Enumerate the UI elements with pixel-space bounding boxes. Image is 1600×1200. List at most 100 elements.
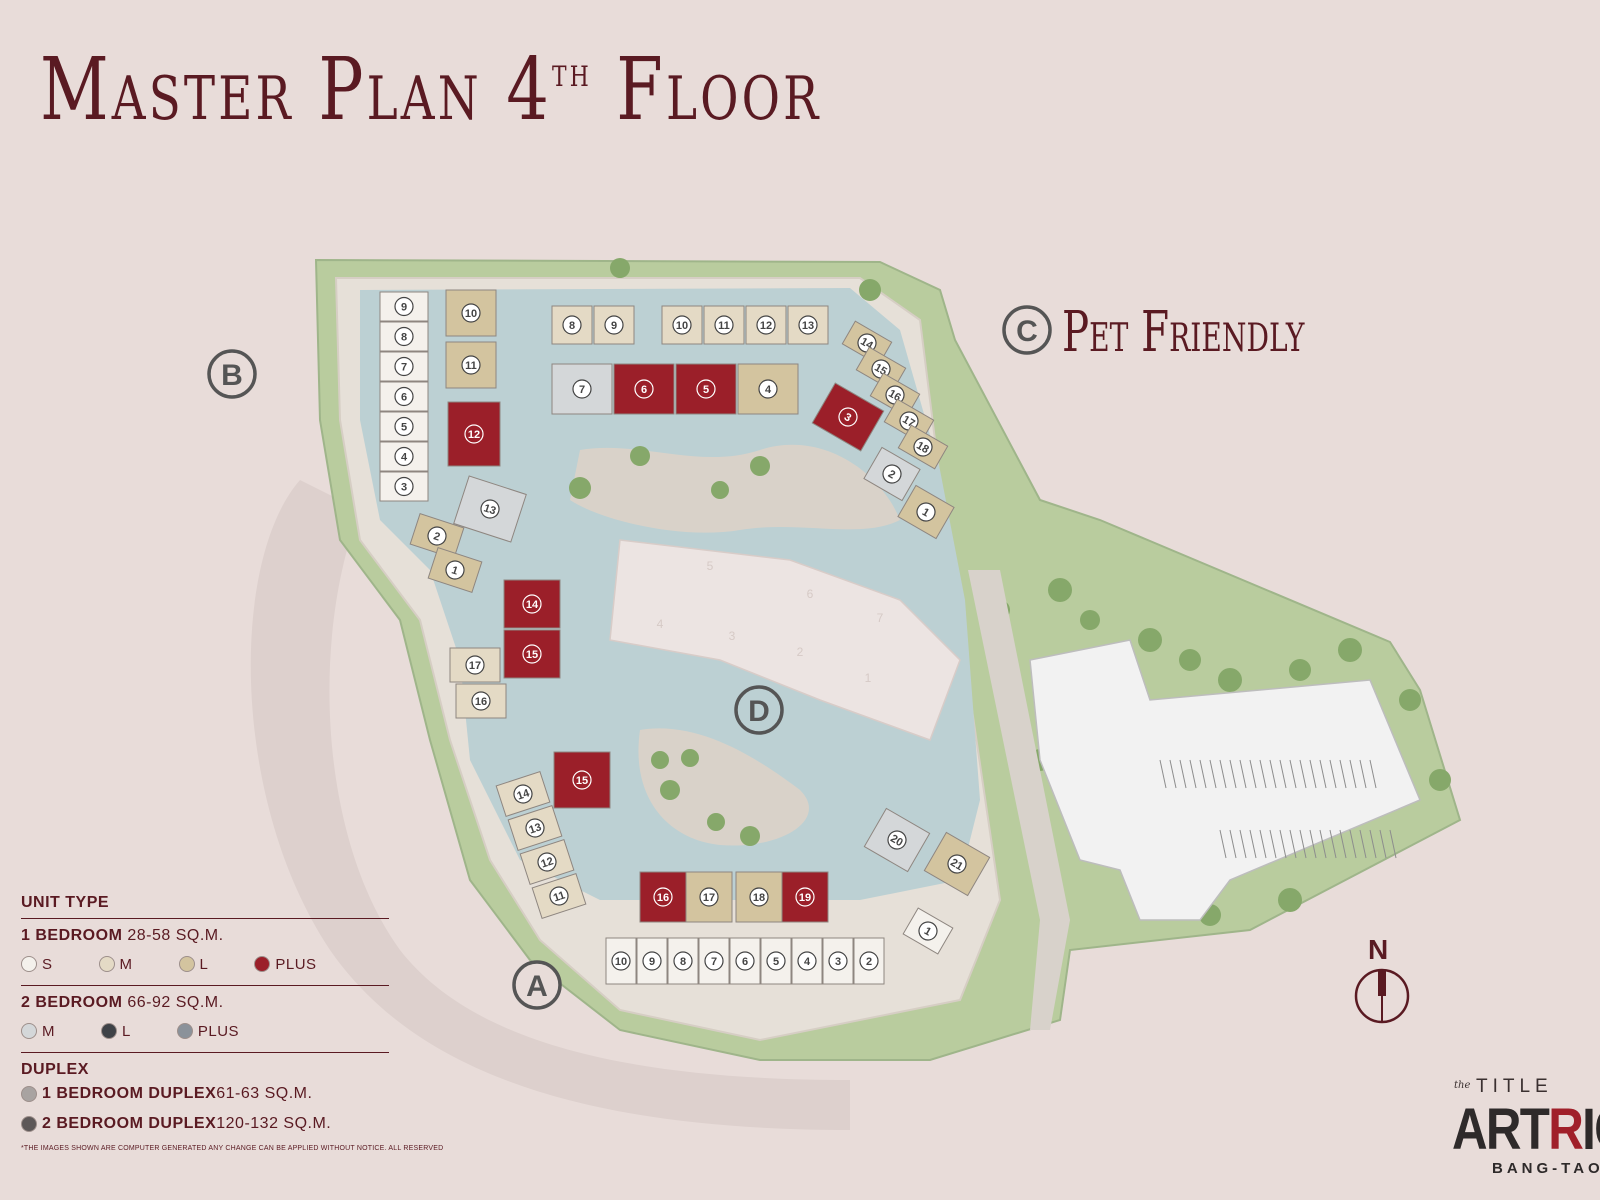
unit-b-1-number: 1 <box>450 564 460 577</box>
unit-d-6: 6 <box>807 587 814 601</box>
parking-stall <box>1309 759 1317 789</box>
legend-dot <box>178 956 195 972</box>
zone-c-letter: C <box>1016 315 1038 348</box>
duplex-2-label: 2 BEDROOM DUPLEX <box>42 1115 217 1132</box>
parking-stall <box>1309 829 1317 859</box>
zone-b-letter: B <box>221 359 243 392</box>
unit-a-8-number: 8 <box>680 956 686 968</box>
parking-stall <box>1169 759 1177 789</box>
unit-c-18-badge <box>913 437 933 457</box>
legend-swatch-label: L <box>122 1022 131 1040</box>
unit-a-2: 2 <box>853 937 885 985</box>
unit-a-3-badge <box>828 951 848 971</box>
pet-friendly-label: Pet Friendly <box>1062 300 1305 365</box>
unit-a-6-number: 6 <box>742 956 748 968</box>
unit-c-7-badge <box>572 379 592 399</box>
unit-c-1-number: 1 <box>920 506 931 519</box>
legend-swatch-label: PLUS <box>275 955 317 973</box>
unit-b-11-number: 11 <box>465 360 477 372</box>
parking-stall <box>1209 759 1217 789</box>
unit-b-14-number: 14 <box>526 599 539 611</box>
zone-d-letter: D <box>748 695 770 728</box>
zone-marker-a: A <box>512 960 562 1010</box>
brand-title: TITLE <box>1476 1076 1553 1097</box>
trees <box>569 258 1451 926</box>
parking-stripes <box>1159 759 1397 859</box>
duplex-2-swatch <box>21 1116 37 1132</box>
unit-c-3-block <box>811 382 885 452</box>
unit-b-1: 1 <box>427 547 483 593</box>
unit-a-10-badge <box>611 951 631 971</box>
unit-d-5: 5 <box>707 559 714 573</box>
duplex-heading: DUPLEX <box>21 1061 89 1078</box>
unit-c-13-number: 13 <box>802 320 814 332</box>
duplex-1-swatch <box>21 1086 37 1102</box>
parking-stall <box>1239 829 1247 859</box>
unit-c-2-badge <box>882 464 902 484</box>
parking-stall <box>1299 759 1307 789</box>
parking-stall <box>1349 829 1357 859</box>
legend-swatch-l: L <box>178 956 209 973</box>
unit-a-17: 17 <box>685 871 733 923</box>
unit-b-9: 9 <box>379 291 429 322</box>
unit-c-1: 1 <box>897 484 955 540</box>
service-road <box>968 570 1070 1030</box>
unit-a-16-block <box>639 871 687 923</box>
unit-c-12: 12 <box>745 305 787 345</box>
unit-a-5-number: 5 <box>773 956 779 968</box>
parking-stall <box>1349 759 1357 789</box>
parking-stall <box>1259 759 1267 789</box>
unit-a-17-badge <box>699 887 719 907</box>
unit-c-8: 8 <box>551 305 593 345</box>
unit-c-2: 2 <box>863 446 921 502</box>
parking-stall <box>1159 759 1167 789</box>
unit-a-13-badge <box>525 818 545 838</box>
unit-a-16-number: 16 <box>657 892 669 904</box>
two-bedroom-label: 2 BEDROOM <box>21 994 123 1011</box>
unit-c-4: 4 <box>737 363 799 415</box>
brand-the: the <box>1454 1080 1471 1091</box>
legend-swatch-label: M <box>42 1022 55 1040</box>
unit-a-1-number: 1 <box>922 925 933 938</box>
parking-stall <box>1249 829 1257 859</box>
unit-c-10-badge <box>672 315 692 335</box>
unit-c-6-badge <box>634 379 654 399</box>
unit-c-12-number: 12 <box>760 320 772 332</box>
unit-c-10: 10 <box>661 305 703 345</box>
parking-stall <box>1369 759 1377 789</box>
duplex-1-size: 61-63 SQ.M. <box>216 1085 313 1102</box>
unit-b-13-badge <box>480 499 500 519</box>
unit-b-8: 8 <box>379 321 429 352</box>
unit-b-3-number: 3 <box>401 482 407 494</box>
unit-c-4-badge <box>758 379 778 399</box>
title-superscript: th <box>552 50 592 96</box>
zone-a-letter: A <box>526 970 548 1003</box>
parking-stall <box>1289 759 1297 789</box>
unit-b-12: 12 <box>447 401 501 467</box>
legend-dot <box>101 1023 117 1039</box>
unit-a-3: 3 <box>822 937 854 985</box>
two-bedroom-size: 66-92 SQ.M. <box>122 994 224 1011</box>
unit-c-5-badge <box>696 379 716 399</box>
legend-swatch-label: S <box>42 955 53 973</box>
parking-stall <box>1269 759 1277 789</box>
unit-c-1-badge <box>916 502 936 522</box>
unit-b-14-block <box>503 579 561 629</box>
unit-c-11-number: 11 <box>718 320 730 332</box>
parking-stall <box>1199 759 1207 789</box>
legend-swatch-m: M <box>21 1023 55 1040</box>
legend-swatch-label: PLUS <box>197 1022 240 1040</box>
unit-b-15-badge <box>522 644 542 664</box>
unit-b-17-badge <box>465 655 485 675</box>
unit-a-11-badge <box>549 886 569 906</box>
unit-a-9-badge <box>642 951 662 971</box>
parking-stall <box>1319 759 1327 789</box>
compass-icon <box>1354 968 1410 1024</box>
unit-b-15-number: 15 <box>526 649 538 661</box>
parking-stall <box>1369 829 1377 859</box>
unit-b-12-number: 12 <box>468 429 480 441</box>
unit-a-18-badge <box>749 887 769 907</box>
